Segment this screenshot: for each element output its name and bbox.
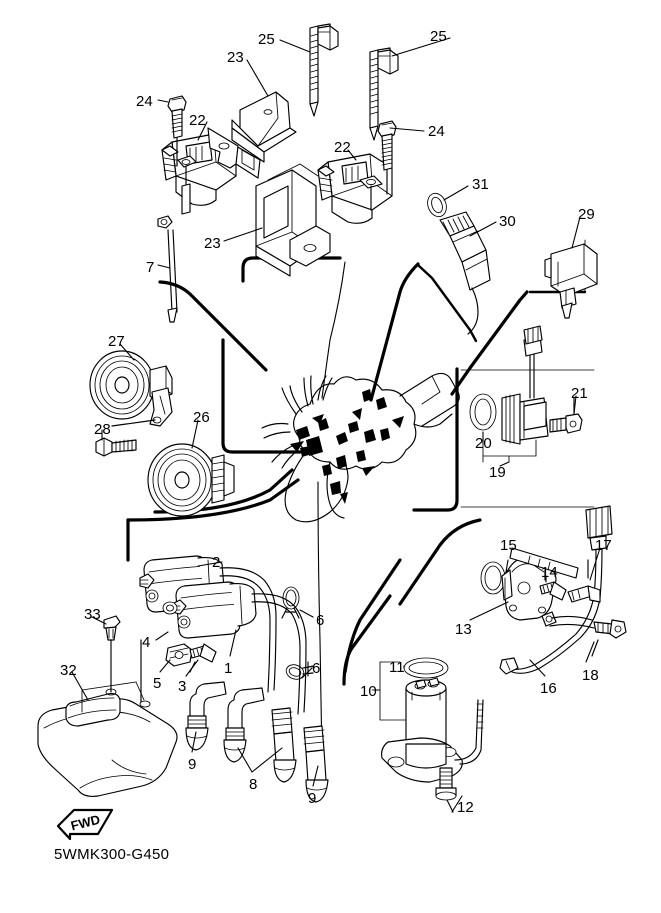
part-16-lead-wire — [499, 505, 613, 675]
part-27-horn — [89, 350, 173, 427]
callout-12-bolt-starter: 12 — [457, 799, 474, 816]
part-6-clip-upper — [281, 586, 300, 619]
callout-13-pickup-coil: 13 — [455, 621, 472, 638]
callout-2-ignition-coil-upper: 2 — [212, 554, 221, 571]
part-3-screw-coil — [189, 643, 217, 673]
callout-8-plug-cap-center: 8 — [249, 776, 258, 793]
part-18-bolt-lead — [591, 619, 627, 657]
group-leader-lines — [126, 239, 595, 761]
callout-24-bolt-left: 24 — [136, 93, 153, 110]
part-15-o-ring — [480, 561, 506, 595]
callout-25-plastic-band-right: 25 — [430, 28, 447, 45]
callout-10-starter-relay-assy: 10 — [360, 683, 377, 700]
callout-9-plug-cap-left: 9 — [188, 756, 197, 773]
wire-harness-hub — [261, 372, 460, 523]
callout-31-gasket: 31 — [472, 176, 489, 193]
callout-29-relay-unit: 29 — [578, 206, 595, 223]
part-25-band-left — [309, 23, 339, 117]
callout-23-bracket-lower: 23 — [204, 235, 221, 252]
callout-4-grommet: 4 — [142, 634, 151, 651]
callout-32-cover: 32 — [60, 662, 77, 679]
callout-5-nut: 5 — [153, 675, 162, 692]
callout-16-lead-wire: 16 — [540, 680, 557, 697]
part-number-label: 5WMK300-G450 — [54, 846, 170, 863]
part-12-bolt-starter — [435, 767, 457, 813]
callout-14-screw: 14 — [541, 564, 558, 581]
callout-28-bolt-horn: 28 — [94, 421, 111, 438]
part-24-bolt-right — [377, 120, 397, 195]
part-8-plug-cap-right — [271, 707, 297, 783]
callout-leaders — [71, 37, 601, 813]
callout-19-speed-sensor-assy: 19 — [489, 464, 506, 481]
callout-17-clamp: 17 — [595, 537, 612, 554]
part-10-starter-relay — [381, 677, 484, 783]
part-25-band-right — [369, 47, 399, 141]
part-23-bracket-upper — [207, 91, 297, 179]
part-33-rivet — [103, 615, 121, 693]
part-31-gasket — [427, 192, 447, 218]
part-32-cover — [37, 639, 178, 797]
part-9-plug-cap-right — [303, 725, 329, 803]
part-28-bolt-horn — [95, 437, 137, 457]
part-4-grommet — [162, 601, 178, 615]
fwd-direction-marker: FWD — [56, 808, 114, 840]
callout-22-relay-right: 22 — [334, 139, 351, 156]
part-7-band — [157, 215, 178, 323]
callout-21-bolt-sensor: 21 — [571, 385, 588, 402]
part-23-bracket-lower — [255, 163, 331, 277]
part-26-horn — [147, 443, 235, 517]
part-9-plug-cap-left — [185, 681, 227, 751]
part-29-relay-unit — [544, 243, 598, 319]
part-6-clip-lower — [285, 661, 315, 680]
callout-25-plastic-band-left: 25 — [258, 31, 275, 48]
callout-20-o-ring-sensor: 20 — [475, 435, 492, 452]
part-8-plug-cap-left — [223, 687, 265, 763]
callout-24-bolt-right: 24 — [428, 123, 445, 140]
callout-15-o-ring: 15 — [500, 537, 517, 554]
callout-1-ignition-coil-lower: 1 — [224, 660, 233, 677]
part-11-o-ring-starter — [403, 657, 449, 679]
callout-6-clip-upper: 6 — [316, 612, 325, 629]
callout-22-relay-left: 22 — [189, 112, 206, 129]
callout-7-band: 7 — [146, 259, 155, 276]
part-5-nut — [165, 643, 193, 667]
callout-6-clip-lower: 6 — [312, 660, 321, 677]
callout-23-bracket-upper: 23 — [227, 49, 244, 66]
part-13-pickup-coil — [501, 557, 567, 621]
callout-33-rivet: 33 — [84, 606, 101, 623]
callout-30-thermo-switch: 30 — [499, 213, 516, 230]
part-14-screw — [539, 569, 567, 601]
part-21-bolt-sensor — [549, 397, 583, 434]
callout-9-plug-cap-right: 9 — [308, 790, 317, 807]
callout-26-horn-lower: 26 — [193, 409, 210, 426]
callout-11-o-ring-starter: 11 — [389, 659, 405, 676]
part-30-thermo-switch — [439, 211, 491, 335]
part-17-clamp — [509, 547, 601, 603]
part-19-sensor-assy — [469, 325, 549, 445]
svg-text:FWD: FWD — [69, 812, 101, 834]
part-24-bolt-left — [167, 95, 187, 167]
part-1-ignition-coil-lower — [171, 581, 307, 715]
callout-18-bolt-lead: 18 — [582, 667, 599, 684]
part-22-relay-right — [317, 153, 393, 224]
callout-3-screw-coil: 3 — [178, 678, 187, 695]
callout-27-horn-upper: 27 — [108, 333, 125, 350]
